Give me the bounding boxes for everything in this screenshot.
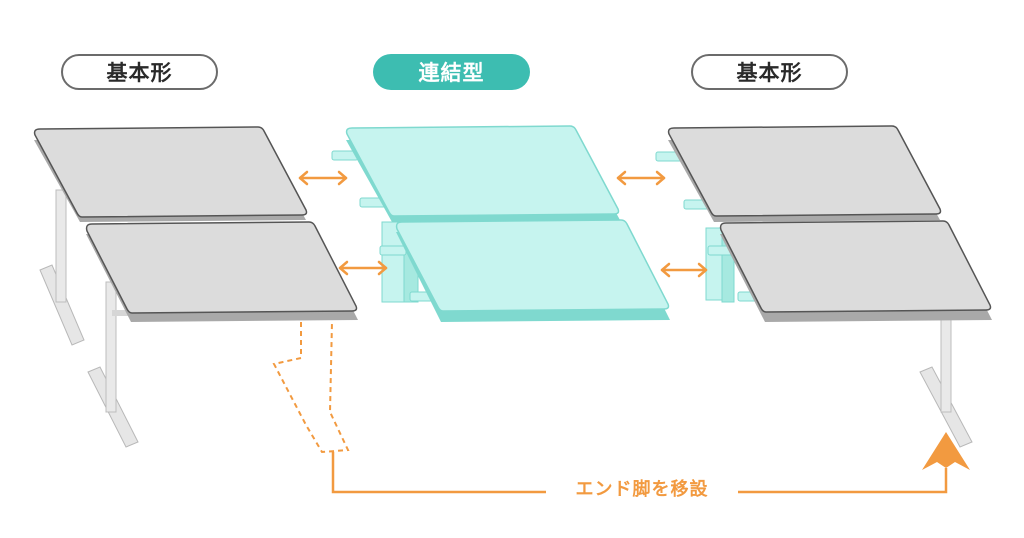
right-desk-end-leg [919,311,973,448]
move-caption: エンド脚を移設 [546,475,738,501]
left-desk-top-back [33,126,308,222]
center-desk [331,125,670,322]
right-title: 基本形 [736,61,803,85]
right-desk-top-front [719,220,992,322]
double-arrow-icon [298,170,348,186]
center-desk-top-front [395,219,670,322]
right-desk-top-back [667,125,942,222]
right-desk [655,125,992,448]
left-title: 基本形 [106,61,173,85]
double-arrow-icon [660,262,708,278]
double-arrow-icon [616,170,666,186]
up-arrow-icon [922,432,970,470]
right-title-badge: 基本形 [691,54,848,90]
left-desk-top-front [85,221,358,322]
center-desk-top-back [345,125,620,222]
left-desk [33,126,358,454]
left-desk-removed-leg-outline [272,321,350,454]
double-arrow-icon [338,260,388,276]
left-desk-front-leg [39,189,85,346]
left-title-badge: 基本形 [61,54,218,90]
center-title: 連結型 [418,61,485,85]
center-title-badge: 連結型 [373,54,530,90]
